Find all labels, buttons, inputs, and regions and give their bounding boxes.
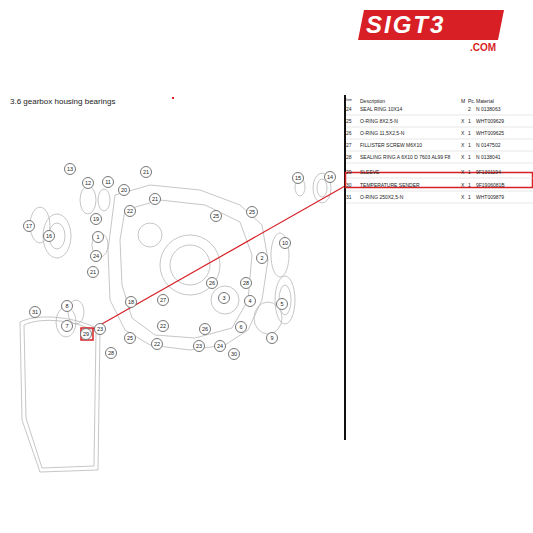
callout-number: 21 [140, 166, 152, 178]
table-cell: N 0138063 [476, 107, 500, 112]
table-cell: 25 [346, 119, 352, 124]
table-cell: 2 [468, 107, 471, 112]
table-cell: 30 [346, 183, 352, 188]
callout-number: 23 [193, 340, 205, 352]
callout-number: 11 [102, 176, 114, 188]
callout-number: 25 [124, 332, 136, 344]
callout-number: 20 [118, 184, 130, 196]
table-cell: 1 [468, 143, 471, 148]
callout-number: 26 [199, 323, 211, 335]
table-cell: FILLISTER SCREW M6X10 [360, 143, 422, 148]
table-cell: X [461, 143, 464, 148]
callout-number: 24 [90, 250, 102, 262]
callout-number: 17 [23, 220, 35, 232]
table-cell: N 0147502 [476, 143, 500, 148]
table-cell: X [461, 170, 464, 175]
callout-number: 27 [157, 294, 169, 306]
table-cell: WHT009629 [476, 119, 504, 124]
callout-number: 12 [82, 177, 94, 189]
logo-watermark: SIGT3 [366, 13, 445, 37]
table-header: Pc. [468, 99, 475, 104]
table-cell: TEMPERATURE SENDER [360, 183, 420, 188]
table-cell: X [461, 155, 464, 160]
table-cell: X [461, 183, 464, 188]
table-cell: 27 [346, 143, 352, 148]
table-cell: 24 [346, 107, 352, 112]
callout-number: 28 [105, 347, 117, 359]
callout-number: 25 [210, 210, 222, 222]
callout-number: 29 [80, 328, 92, 340]
table-cell: 1 [468, 170, 471, 175]
table-cell: O-RING 8X2,5-N [360, 119, 398, 124]
logo-suffix: .COM [470, 43, 496, 53]
table-cell: 26 [346, 131, 352, 136]
table-cell: WHT009879 [476, 195, 504, 200]
page-title: 3.6 gearbox housing bearings [10, 98, 115, 106]
table-cell: X [461, 195, 464, 200]
callout-number: 31 [29, 306, 41, 318]
callout-number: 1 [92, 231, 104, 243]
callout-number: 22 [151, 338, 163, 350]
callout-number: 18 [125, 296, 137, 308]
callout-number: 9 [266, 332, 278, 344]
table-header: Description [360, 99, 385, 104]
callout-number: 22 [157, 320, 169, 332]
table-cell: SLEEVE [360, 170, 379, 175]
table-cell: 31 [346, 195, 352, 200]
table-cell: 9F1906081B [476, 183, 505, 188]
callout-number: 2 [256, 252, 268, 264]
table-cell: 1 [468, 195, 471, 200]
table-cell: 9F1301194 [476, 170, 501, 175]
callout-number: 15 [292, 172, 304, 184]
table-header: M [461, 99, 465, 104]
table-cell: 1 [468, 155, 471, 160]
table-cell: 1 [468, 119, 471, 124]
callout-number: 16 [43, 230, 55, 242]
table-cell: 29 [346, 170, 352, 175]
callout-number: 7 [61, 320, 73, 332]
table-cell: SEALING RING A 6X10 D 7603 AL99 F8 [360, 155, 450, 160]
callout-number: 13 [64, 163, 76, 175]
table-cell: X [461, 131, 464, 136]
table-header: Item [346, 99, 352, 102]
callout-number: 25 [246, 206, 258, 218]
table-cell: O-RING 250X2,5-N [360, 195, 403, 200]
table-cell: 1 [468, 131, 471, 136]
callout-number: 26 [206, 277, 218, 289]
callout-number: 3 [218, 292, 230, 304]
callout-number: 14 [324, 171, 336, 183]
callout-number: 6 [235, 321, 247, 333]
callout-number: 23 [94, 323, 106, 335]
table-cell: O-RING 11,5X2,5-N [360, 131, 404, 136]
callout-number: 19 [90, 213, 102, 225]
callout-number: 21 [149, 193, 161, 205]
callout-number: 10 [279, 237, 291, 249]
callout-number: 30 [228, 348, 240, 360]
callout-number: 8 [61, 300, 73, 312]
table-header: Material [476, 99, 494, 104]
table-cell: X [461, 119, 464, 124]
callout-number: 28 [240, 277, 252, 289]
table-cell: SEAL RING 10X14 [360, 107, 402, 112]
callout-number: 21 [87, 266, 99, 278]
callout-number: 24 [214, 340, 226, 352]
table-cell: WHT009625 [476, 131, 504, 136]
callout-number: 5 [276, 298, 288, 310]
callout-number: 22 [124, 205, 136, 217]
table-cell: 28 [346, 155, 352, 160]
table-cell: 1 [468, 183, 471, 188]
table-cell: N 0138041 [476, 155, 500, 160]
callout-number: 4 [244, 295, 256, 307]
